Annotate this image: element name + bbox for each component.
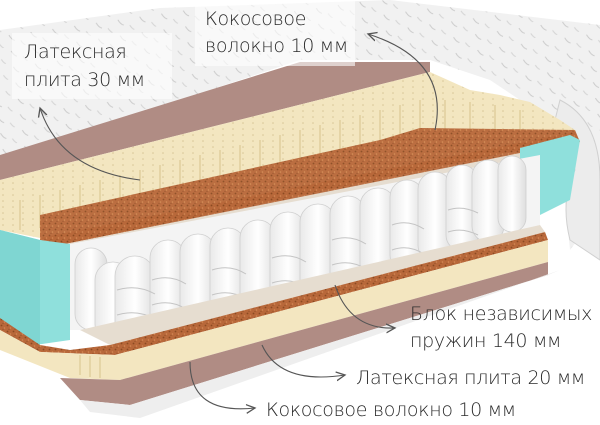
label-coir-bottom-line1: Кокосовое волокно 10 мм: [266, 399, 516, 421]
label-bg-coir-top: [195, 0, 355, 66]
spunbond-bottom: [80, 225, 545, 345]
arrow-latex-top: [40, 108, 141, 181]
arrow-coir-top: [368, 34, 438, 131]
arrow-latex-bottom: [261, 344, 345, 377]
label-coir-top-line2: волокно 10 мм: [205, 35, 348, 57]
label-spring-block-line1: Блок независимых: [410, 303, 593, 325]
label-latex-top-line1: Латексная: [24, 41, 127, 63]
label-spring-block: Блок независимых пружин 140 мм: [410, 302, 592, 353]
felt-top: [0, 62, 430, 180]
label-coir-bottom: Кокосовое волокно 10 мм: [266, 398, 516, 422]
label-bg-latex-top: [12, 33, 172, 99]
label-coir-top-line1: Кокосовое: [205, 8, 307, 30]
label-latex-top-line2: плита 30 мм: [24, 69, 145, 91]
label-latex-top: Латексная плита 30 мм: [24, 40, 145, 92]
label-spring-block-line2: пружин 140 мм: [410, 330, 562, 352]
latex-bottom-layer: [0, 240, 548, 380]
coir-top-slab: [40, 128, 580, 245]
felt-bottom: [60, 262, 548, 405]
arrow-spring-block: [334, 284, 395, 328]
label-latex-bottom: Латексная плита 20 мм: [356, 366, 585, 390]
label-coir-top: Кокосовое волокно 10 мм: [205, 7, 348, 58]
label-latex-bottom-line1: Латексная плита 20 мм: [356, 367, 585, 389]
arrow-coir-bottom: [189, 361, 255, 409]
